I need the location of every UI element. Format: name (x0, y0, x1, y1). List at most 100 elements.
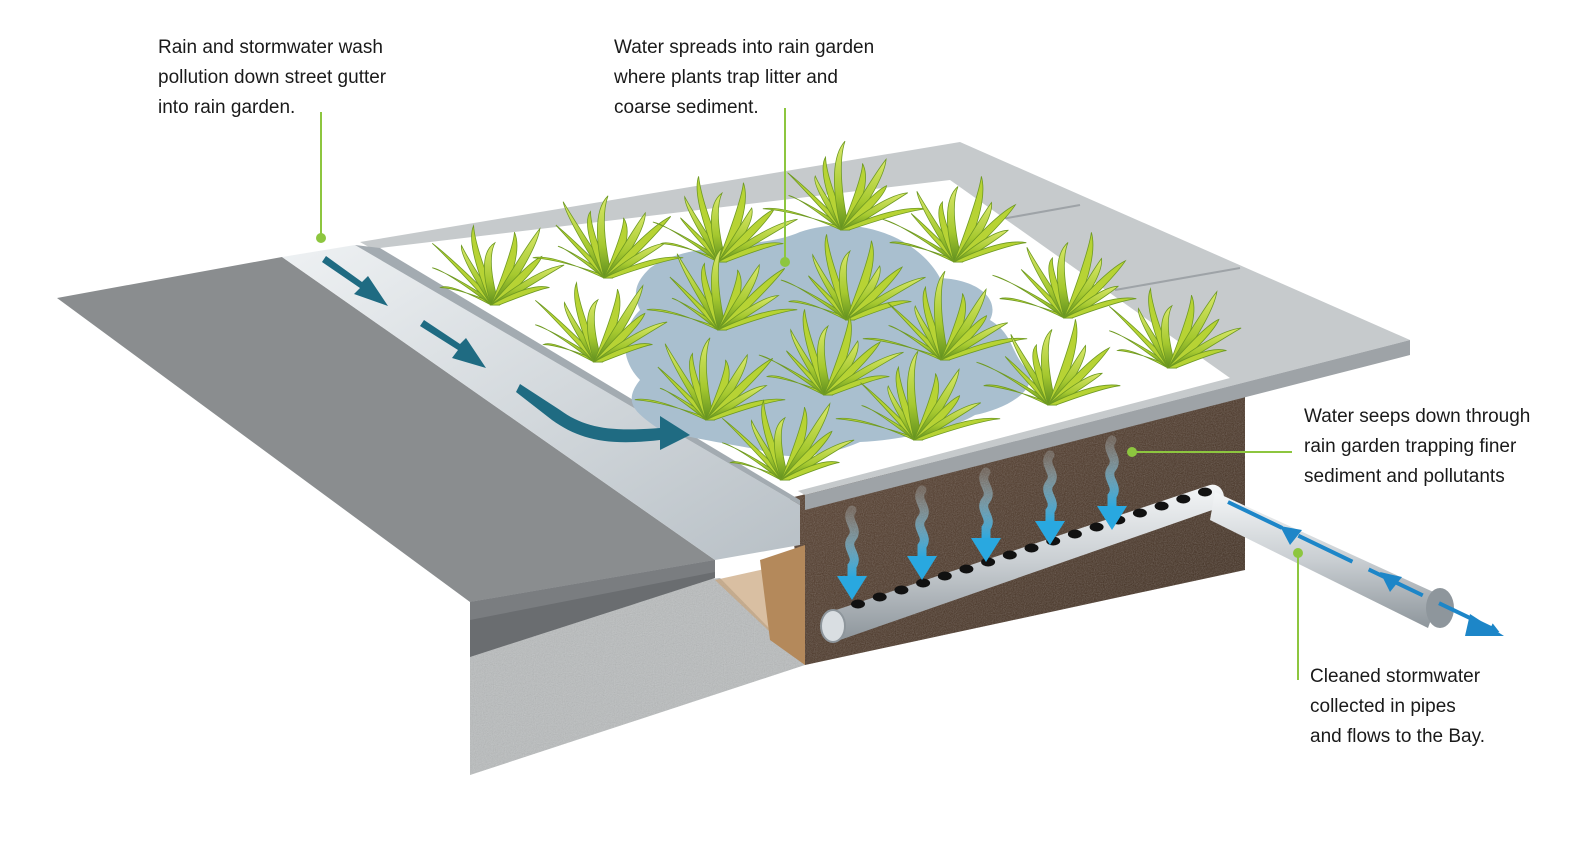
plant-leaf (983, 384, 1057, 406)
plant-leaf (907, 350, 923, 441)
leader-dot-spread (780, 257, 790, 267)
plant-leaf (1057, 242, 1073, 319)
plant-clump (652, 176, 798, 263)
plant-leaf (889, 241, 963, 263)
caption-seep: Water seeps down through rain garden tra… (1304, 402, 1530, 492)
plant-clump (758, 309, 904, 396)
caption-gutter-line-3: into rain garden. (158, 97, 296, 118)
gutter-arrow-2 (420, 320, 486, 368)
plant-leaf (710, 191, 727, 263)
plant-leaf (845, 300, 912, 321)
pipe-hole (1002, 550, 1017, 560)
plant-leaf (940, 337, 1028, 361)
pipe-hole (1198, 487, 1212, 497)
leader-lines (316, 108, 1303, 680)
gutter-arrow-3 (516, 384, 690, 450)
pipe-hole (1024, 543, 1039, 553)
caption-spread-line-2: where plants trap litter and (614, 67, 838, 88)
caption-cleaned-line-2: collected in pipes (1310, 696, 1456, 717)
plant-leaf (597, 195, 613, 279)
plant-leaf (1041, 329, 1057, 406)
pipe-hole (1176, 494, 1191, 504)
caption-cleaned-line-1: Cleaned stormwater (1310, 666, 1481, 687)
plant-leaf (838, 249, 855, 321)
caption-spread-line-3: coarse sediment. (614, 97, 759, 118)
pipe-hole (981, 557, 996, 567)
plant-leaf (489, 286, 550, 306)
pipe-hole (937, 571, 952, 581)
plant-leaf (1160, 304, 1177, 369)
plant-leaf (947, 186, 963, 263)
plant-clump (992, 232, 1137, 319)
outflow-arrow (1227, 500, 1504, 636)
plant-clump (722, 399, 855, 481)
plant-leaf (1047, 384, 1121, 406)
pipe-hole (916, 578, 931, 588)
pipe-hole (1089, 522, 1104, 532)
pipe-hole (1132, 508, 1147, 518)
leader-dot-gutter (316, 233, 326, 243)
plant-clump (882, 176, 1027, 263)
plant-leaf (699, 337, 715, 421)
plant-leaf (483, 241, 500, 306)
plant-clump (532, 195, 684, 279)
outflow-pipe (1210, 492, 1454, 628)
caption-seep-line-2: rain garden trapping finer (1304, 436, 1517, 457)
seep-arrow (1035, 450, 1065, 545)
plant-clump (1109, 287, 1242, 369)
plant-leaf (953, 241, 1027, 263)
plant-leaf (717, 308, 798, 331)
caption-seep-line-3: sediment and pollutants (1304, 466, 1505, 487)
pipe-hole (894, 585, 909, 595)
caption-cleaned: Cleaned stormwater collected in pipes an… (1310, 662, 1485, 752)
plant-leaf (976, 361, 1058, 406)
caption-gutter: Rain and stormwater wash pollution down … (158, 33, 386, 123)
plant-leaf (816, 324, 833, 396)
pipe-hole (959, 564, 974, 574)
leader-dot-cleaned (1293, 548, 1303, 558)
caption-seep-line-1: Water seeps down through (1304, 406, 1531, 427)
plant-leaf (1166, 349, 1227, 369)
gutter-arrow-1 (322, 256, 388, 306)
caption-gutter-line-1: Rain and stormwater wash (158, 37, 383, 58)
seep-arrow (837, 505, 867, 600)
plant-clump (835, 350, 1001, 441)
perforated-pipe (820, 484, 1224, 643)
plant-leaf (934, 270, 950, 361)
plant-clump (432, 224, 565, 306)
pipe-hole (1067, 529, 1082, 539)
pipe-hole (1154, 501, 1169, 511)
pipe-hole (851, 599, 865, 609)
plant-clump (780, 234, 926, 321)
plant-group (432, 140, 1242, 481)
plant-leaf (717, 242, 784, 263)
pipe-perforations (851, 487, 1212, 609)
plant-leaf (603, 256, 684, 279)
caption-cleaned-line-3: and flows to the Bay. (1310, 726, 1485, 747)
seep-arrow (1097, 435, 1127, 530)
plant-clump (634, 337, 786, 421)
plant-clump (762, 140, 928, 231)
plant-leaf (882, 218, 964, 263)
leader-dot-seep (1127, 447, 1137, 457)
plant-leaf (711, 247, 727, 331)
plant-leaf (773, 416, 790, 481)
seep-arrow (971, 467, 1001, 562)
plant-clump (862, 270, 1028, 361)
plant-leaf (913, 417, 1001, 441)
caption-spread-line-1: Water spreads into rain garden (614, 37, 875, 58)
plant-leaf (779, 461, 840, 481)
road (57, 257, 715, 657)
plant-leaf (586, 298, 603, 363)
gutter-flow-arrows (322, 256, 690, 450)
plant-leaf (999, 297, 1073, 319)
plant-clump (976, 319, 1121, 406)
seep-arrow (907, 485, 937, 580)
plant-clump (535, 281, 668, 363)
plant-leaf (1063, 297, 1137, 319)
plant-leaf (823, 375, 890, 396)
plant-leaf (834, 140, 850, 231)
plant-leaf (705, 398, 786, 421)
plant-clump (646, 247, 798, 331)
